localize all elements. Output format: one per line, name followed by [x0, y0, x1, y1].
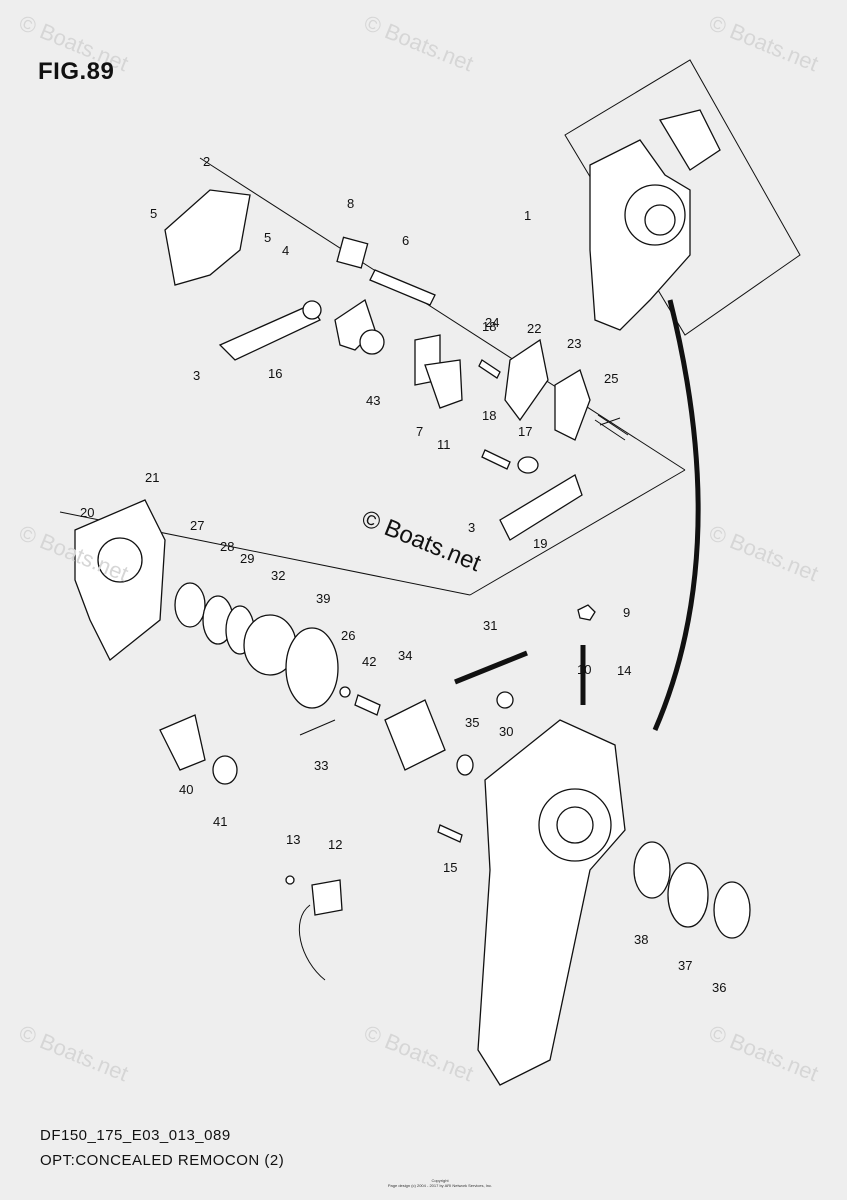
callout-23: 23: [567, 336, 581, 351]
callout-13: 13: [286, 832, 300, 847]
callout-9: 9: [623, 605, 630, 620]
callout-30: 30: [499, 724, 513, 739]
part-11-bracket: [424, 359, 463, 409]
part-19-link: [499, 474, 583, 541]
callout-5: 5: [150, 206, 157, 221]
part-31-rod: [454, 650, 528, 685]
part-43-bushing: [359, 329, 385, 355]
callout-33: 33: [314, 758, 328, 773]
callout-5: 5: [264, 230, 271, 245]
callout-21: 21: [145, 470, 159, 485]
part-2-cover: [164, 189, 251, 286]
callout-20: 20: [80, 505, 94, 520]
callout-3: 3: [193, 368, 200, 383]
part-40-block: [159, 714, 206, 771]
housing: [477, 719, 626, 1086]
callout-8: 8: [347, 196, 354, 211]
diagram-caption: OPT:CONCEALED REMOCON (2): [40, 1152, 285, 1169]
diagram-code: DF150_175_E03_013_089: [40, 1127, 231, 1144]
footer-line-1: Copyright: [431, 1178, 449, 1183]
part-10-nut: [577, 604, 596, 621]
callout-10: 10: [577, 662, 591, 677]
callout-24: 24: [485, 315, 499, 330]
part-12-switch: [311, 879, 343, 916]
callout-31: 31: [483, 618, 497, 633]
part-39-washer: [285, 627, 339, 709]
callout-18: 18: [482, 319, 496, 334]
footer-copyright: Copyright Page design (c) 2004 - 2017 by…: [370, 1178, 510, 1188]
callout-35: 35: [465, 715, 479, 730]
callout-22: 22: [527, 321, 541, 336]
footer-line-2: Page design (c) 2004 - 2017 by ARI Netwo…: [387, 1183, 493, 1188]
figure-label: FIG.89: [38, 58, 115, 85]
part-37-washer: [667, 862, 709, 928]
callout-1: 1: [524, 208, 531, 223]
callout-28: 28: [220, 539, 234, 554]
callout-4: 4: [282, 243, 289, 258]
callout-27: 27: [190, 518, 204, 533]
callout-39: 39: [316, 591, 330, 606]
callout-15: 15: [443, 860, 457, 875]
part-41-collar: [212, 755, 238, 785]
part-42-pin: [354, 694, 381, 716]
callout-34: 34: [398, 648, 412, 663]
part-8-block: [336, 236, 369, 269]
callout-41: 41: [213, 814, 227, 829]
callout-17: 17: [518, 424, 532, 439]
part-33-pin: [299, 719, 336, 736]
callout-19: 19: [533, 536, 547, 551]
callout-12: 12: [328, 837, 342, 852]
part-27-ring: [174, 582, 206, 628]
callout-29: 29: [240, 551, 254, 566]
callout-37: 37: [678, 958, 692, 973]
callout-40: 40: [179, 782, 193, 797]
part-1-inset: [564, 59, 801, 336]
callout-26: 26: [341, 628, 355, 643]
part-25-spring: [594, 414, 629, 441]
callout-18: 18: [482, 408, 496, 423]
callout-2: 2: [203, 154, 210, 169]
callout-36: 36: [712, 980, 726, 995]
part-38-seal: [633, 841, 671, 899]
part-36-circlip: [713, 881, 751, 939]
assembly-arrow: [652, 299, 701, 731]
part-16-link: [218, 304, 321, 361]
part-17-washer: [517, 456, 539, 474]
callout-38: 38: [634, 932, 648, 947]
part-22-cam: [504, 338, 549, 422]
callout-14: 14: [617, 663, 631, 678]
callout-32: 32: [271, 568, 285, 583]
callout-25: 25: [604, 371, 618, 386]
callout-7: 7: [416, 424, 423, 439]
callout-11: 11: [437, 437, 451, 452]
callout-3: 3: [468, 520, 475, 535]
callout-43: 43: [366, 393, 380, 408]
part-6-shaft: [369, 269, 436, 306]
callout-16: 16: [268, 366, 282, 381]
part-23-cam: [554, 369, 591, 441]
callout-6: 6: [402, 233, 409, 248]
callout-42: 42: [362, 654, 376, 669]
part-34-gear-shaft: [384, 699, 446, 771]
